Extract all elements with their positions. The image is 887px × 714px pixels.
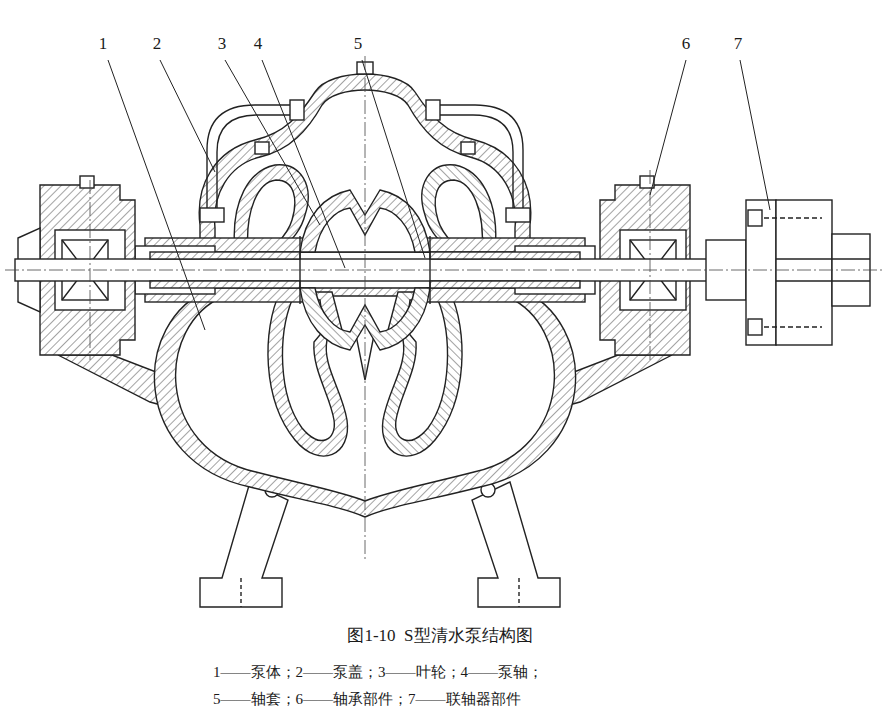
shaft-sleeve — [430, 252, 580, 259]
drawing-part — [518, 578, 519, 607]
drawing-part — [255, 142, 269, 154]
coupling — [706, 200, 870, 345]
drawing-part — [262, 60, 345, 268]
parts-list: 5——轴套；6——轴承部件；7——联轴器部件 — [213, 690, 521, 708]
drawing-part — [300, 288, 430, 350]
drawing-part — [776, 280, 870, 281]
callout-number: 3 — [218, 34, 227, 54]
drawing-part — [365, 56, 366, 560]
drawing-part — [740, 60, 770, 210]
drawing-part — [160, 60, 215, 172]
callout-number: 6 — [682, 34, 691, 54]
callout-number: 4 — [254, 34, 263, 54]
drawing-part — [430, 105, 523, 215]
drawing-part — [650, 170, 651, 360]
centre-line — [5, 56, 882, 560]
drawing-part — [746, 200, 776, 345]
parts-list: 1——泵体；2——泵盖；3——叶轮；4——泵轴； — [213, 663, 543, 681]
drawing-part — [108, 60, 205, 330]
drawing-part — [461, 142, 475, 154]
shaft-sleeve — [150, 281, 300, 288]
oil-cup — [80, 176, 94, 188]
drawing-part — [426, 100, 440, 120]
drawing-part — [776, 258, 870, 259]
drawing-part — [430, 115, 513, 215]
drawing-part — [748, 319, 762, 335]
pump-foot — [472, 482, 560, 607]
drawing-part — [472, 482, 560, 607]
drawing-part — [756, 218, 822, 327]
callout-number: 2 — [153, 34, 162, 54]
drawing-part — [200, 208, 224, 222]
drawing-part — [776, 200, 832, 345]
shaft-sleeve — [430, 281, 580, 288]
drawing-part — [5, 270, 882, 271]
figure-caption: 图1-10 S型清水泵结构图 — [347, 626, 532, 646]
pump-foot — [200, 482, 288, 607]
drawing-part — [506, 208, 530, 222]
drawing-part — [290, 100, 304, 120]
drawing-part — [5, 56, 882, 607]
drawing-part — [217, 115, 300, 215]
shaft-sleeve — [150, 252, 300, 259]
drawing-part — [748, 210, 762, 226]
drawing-part — [650, 60, 686, 195]
drawing-part — [225, 60, 320, 225]
drawing-part — [200, 482, 288, 607]
leader-line — [108, 60, 770, 330]
drawing-part — [240, 578, 241, 607]
callout-number: 7 — [734, 34, 743, 54]
callout-number: 5 — [354, 34, 363, 54]
callout-number: 1 — [99, 34, 108, 54]
drawing-part — [90, 180, 91, 360]
impeller — [300, 288, 430, 350]
drawing-part — [362, 60, 425, 258]
